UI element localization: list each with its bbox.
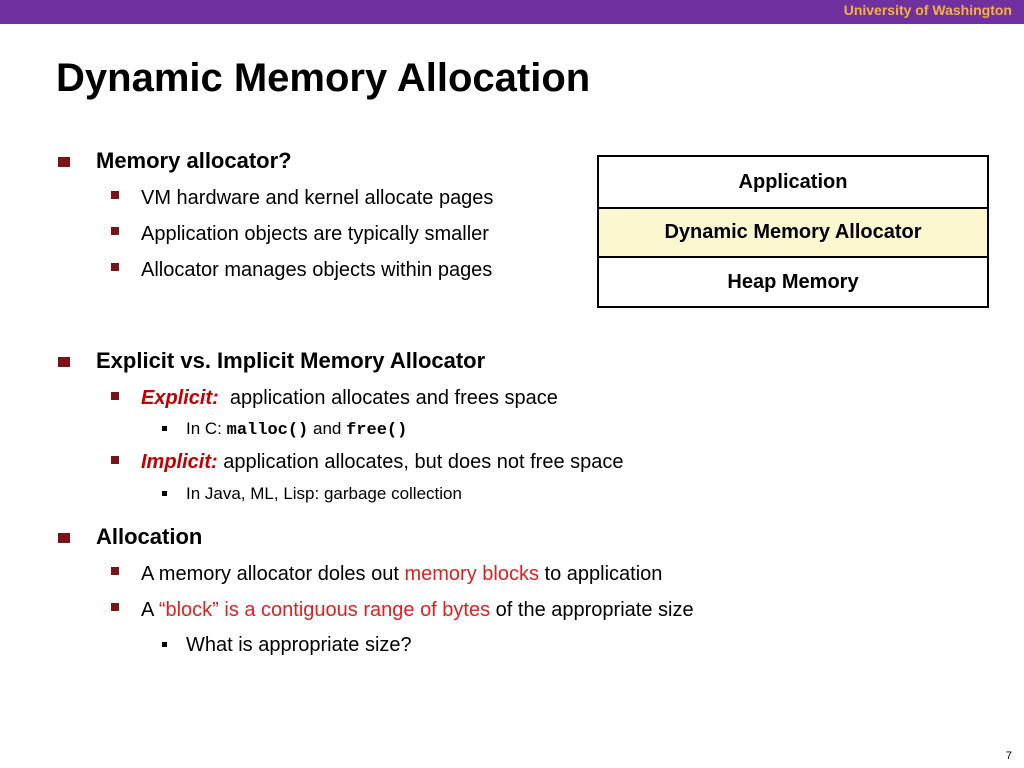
list-item-appropriate-size: What is appropriate size? xyxy=(186,634,412,656)
item-text: of the appropriate size xyxy=(495,599,694,621)
list-item-implicit: Implicit: application allocates, but doe… xyxy=(141,452,624,472)
highlight-memory-blocks: memory blocks xyxy=(404,563,539,585)
list-item-block-definition: A “block” is a contiguous range of bytes… xyxy=(141,600,694,620)
section-heading-explicit-implicit: Explicit vs. Implicit Memory Allocator xyxy=(96,348,486,373)
free-code: free() xyxy=(346,421,408,440)
layer-application: Application xyxy=(599,157,987,207)
malloc-code: malloc() xyxy=(226,421,309,440)
bullet-square xyxy=(111,392,119,400)
list-item-garbage-collection: In Java, ML, Lisp: garbage collection xyxy=(186,484,462,503)
bullet-square xyxy=(162,642,167,647)
slide-title: Dynamic Memory Allocation xyxy=(56,56,591,100)
bullet-square xyxy=(111,263,119,271)
list-item-c-functions: In C: malloc() and free() xyxy=(186,420,407,439)
bullet-square xyxy=(111,227,119,235)
highlight-block-definition: “block” is a contiguous range of bytes xyxy=(158,599,491,621)
bullet-square xyxy=(58,157,70,167)
bullet-square xyxy=(162,426,167,431)
item-text: A memory allocator doles out xyxy=(141,563,399,585)
list-item: Application objects are typically smalle… xyxy=(141,223,489,245)
bullet-square xyxy=(58,533,70,543)
layer-heap-memory: Heap Memory xyxy=(599,258,987,306)
explicit-text: application allocates and frees space xyxy=(229,387,558,409)
list-item-memory-blocks: A memory allocator doles out memory bloc… xyxy=(141,564,662,584)
conj-and: and xyxy=(313,419,342,438)
bullet-square xyxy=(111,603,119,611)
layer-dynamic-memory-allocator: Dynamic Memory Allocator xyxy=(599,207,987,258)
c-prefix: In C: xyxy=(186,419,222,438)
term-implicit: Implicit: xyxy=(141,451,218,473)
item-text: to application xyxy=(544,563,663,585)
bullet-square xyxy=(58,357,70,367)
list-item: Allocator manages objects within pages xyxy=(141,259,493,281)
institution-name: University of Washington xyxy=(843,2,1012,18)
memory-stack-diagram: Application Dynamic Memory Allocator Hea… xyxy=(597,155,989,308)
section-heading-allocation: Allocation xyxy=(96,524,203,549)
bullet-square xyxy=(111,456,119,464)
page-number: 7 xyxy=(1005,750,1012,762)
bullet-square xyxy=(111,191,119,199)
implicit-text: application allocates, but does not free… xyxy=(223,451,624,473)
section-heading-memory-allocator: Memory allocator? xyxy=(96,148,292,173)
list-item-explicit: Explicit: application allocates and free… xyxy=(141,388,558,408)
bullet-square xyxy=(111,567,119,575)
header-bar: University of Washington xyxy=(0,0,1024,24)
list-item: VM hardware and kernel allocate pages xyxy=(141,187,494,209)
bullet-square xyxy=(162,491,167,496)
term-explicit: Explicit: xyxy=(141,387,219,409)
item-text: A xyxy=(141,599,154,621)
